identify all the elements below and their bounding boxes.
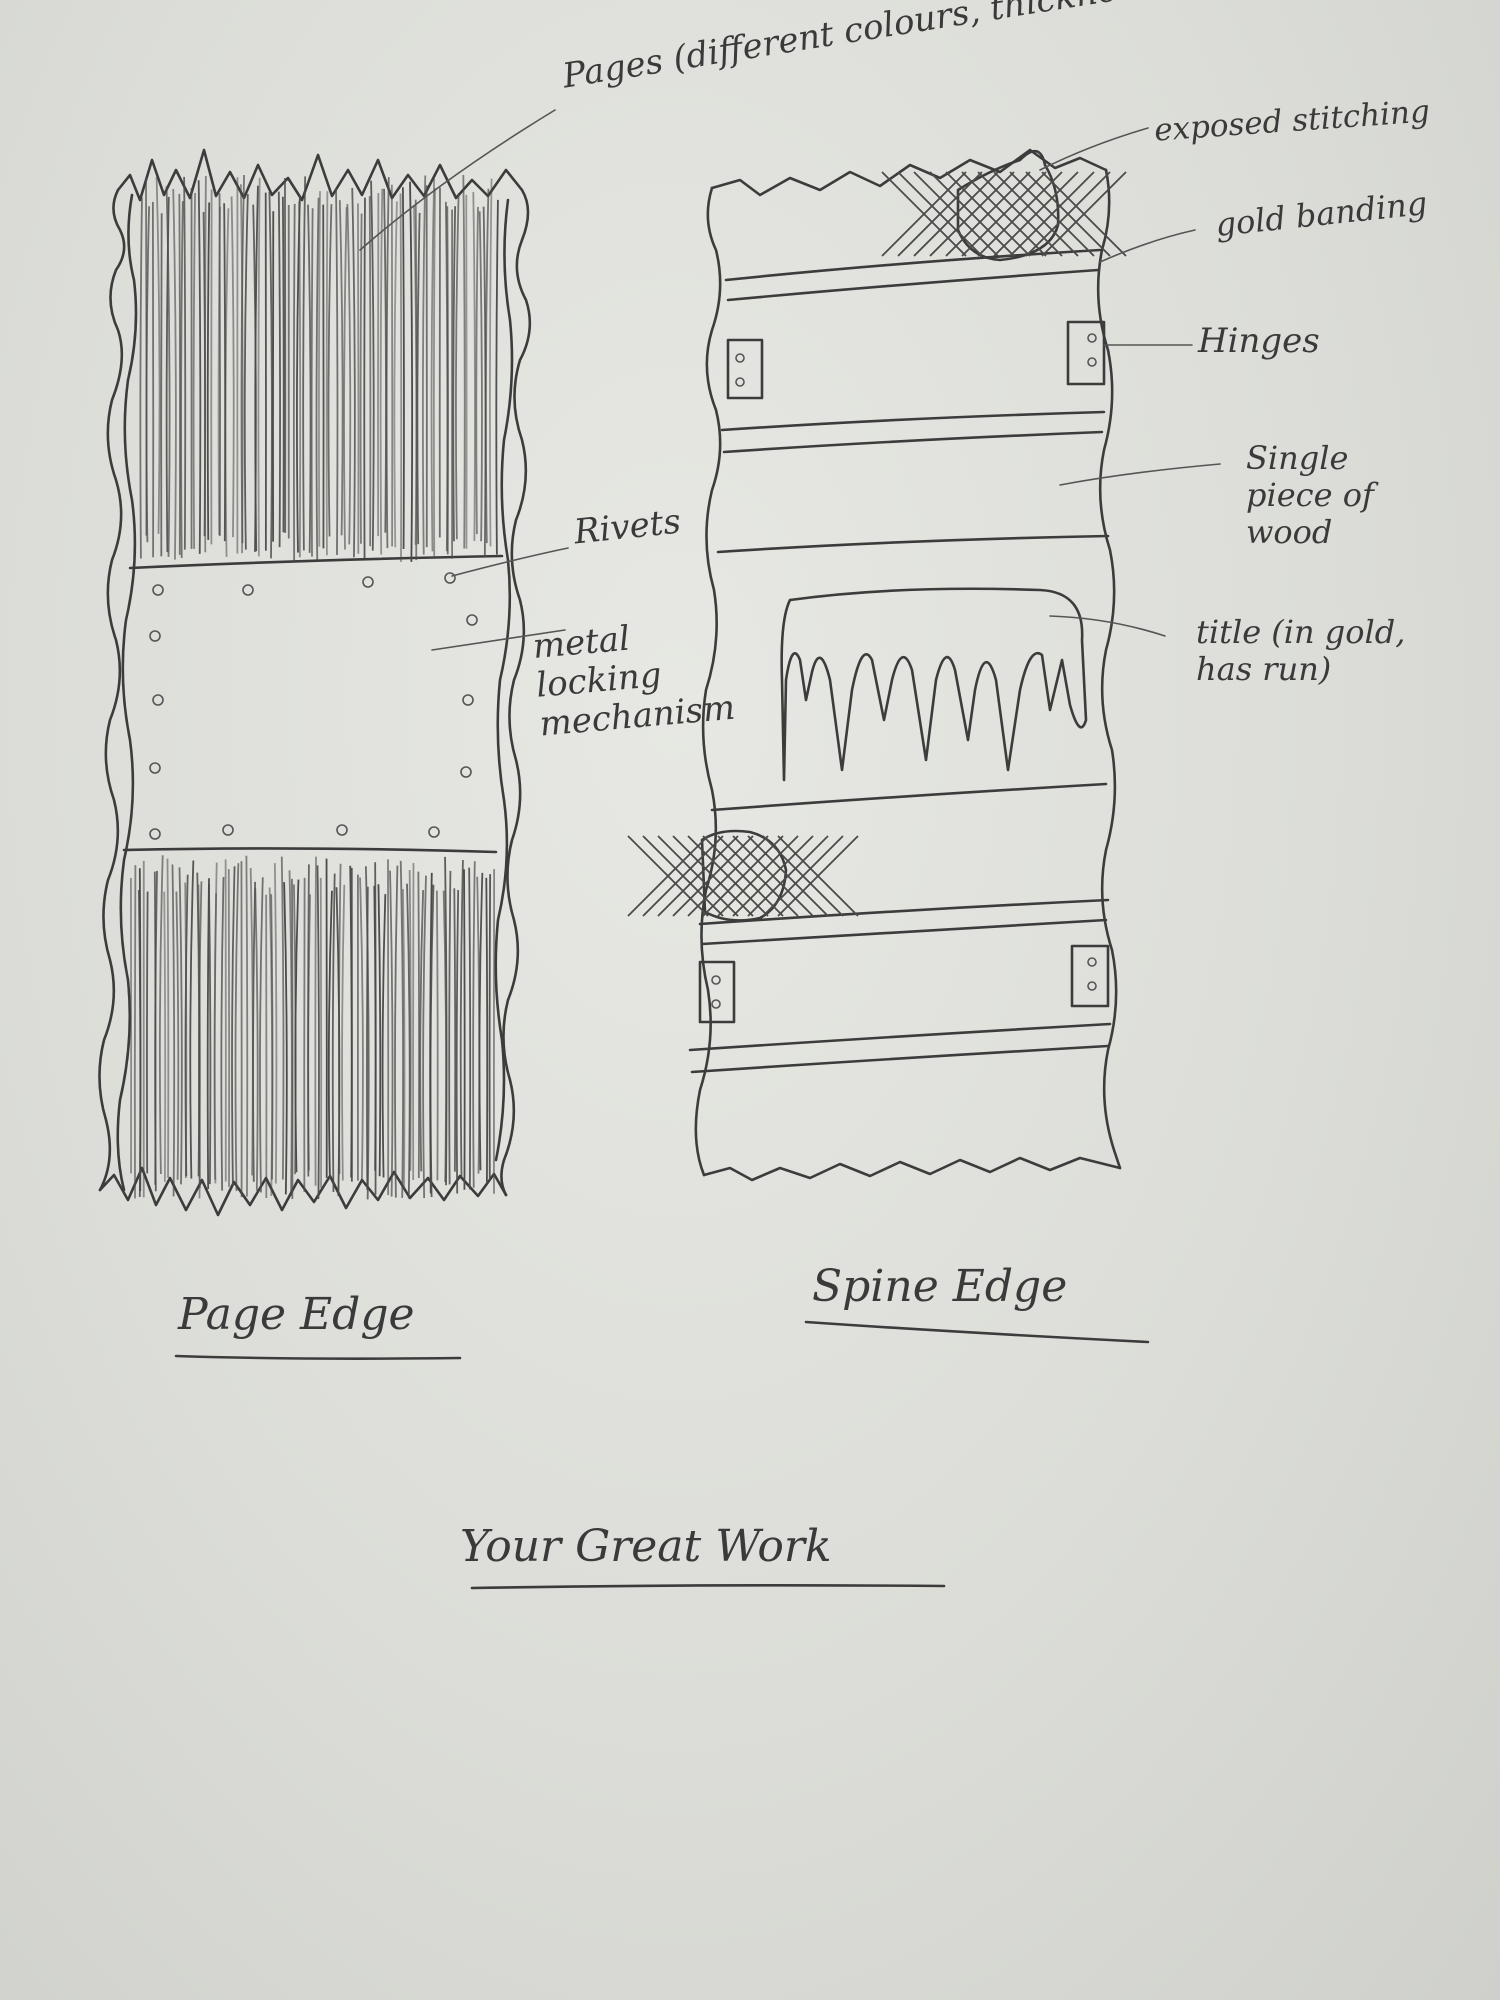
rivet <box>363 577 373 587</box>
wood-line <box>718 536 1108 552</box>
rivet <box>150 763 160 773</box>
rivet <box>223 825 233 835</box>
label-title-note: title (in gold, has run) <box>1196 614 1456 688</box>
rivet <box>337 825 347 835</box>
pages-hatch-bottom <box>131 855 494 1199</box>
page-edge-drawing <box>99 110 568 1215</box>
rivet <box>467 615 477 625</box>
rivet <box>463 695 473 705</box>
spine-torn-bottom <box>704 1158 1120 1180</box>
hinge-top-right <box>1068 322 1104 384</box>
caption-page-edge: Page Edge <box>178 1290 415 1341</box>
gold-band <box>722 412 1104 430</box>
wood-leader <box>1060 464 1220 485</box>
heading-your-great-work: Your Great Work <box>460 1522 832 1573</box>
caption-spine-edge: Spine Edge <box>812 1262 1067 1313</box>
rivet <box>445 573 455 583</box>
wood-line <box>712 784 1106 810</box>
label-single-piece-wood: Single piece of wood <box>1246 440 1436 550</box>
hinge-top-left <box>728 340 762 398</box>
rivet <box>429 827 439 837</box>
rivet <box>153 585 163 595</box>
gold-banding-leader <box>1100 230 1195 262</box>
spine-outline-right <box>1098 170 1120 1168</box>
heading-underline <box>472 1585 944 1588</box>
running-title <box>782 589 1086 780</box>
rivet <box>243 585 253 595</box>
page-edge-left-border <box>99 190 124 1190</box>
gold-band <box>690 1024 1110 1050</box>
spine-edge-drawing <box>628 128 1220 1180</box>
rivet <box>153 695 163 705</box>
gold-band <box>724 432 1102 452</box>
label-metal-locking: metal locking mechanism <box>531 612 721 745</box>
rivet <box>461 767 471 777</box>
hinge-bottom-right <box>1072 946 1108 1006</box>
rivet <box>150 829 160 839</box>
page-edge-right-border <box>501 190 529 1195</box>
locking-band-top-line <box>130 556 502 568</box>
rivet <box>150 631 160 641</box>
label-hinges: Hinges <box>1198 322 1320 361</box>
pages-hatch-top <box>140 175 498 562</box>
title-leader <box>1050 616 1165 636</box>
gold-band <box>702 920 1106 944</box>
rivets <box>150 573 477 839</box>
page-edge-underline <box>176 1356 460 1359</box>
spine-edge-underline <box>806 1322 1148 1342</box>
locking-band-bottom-line <box>124 848 496 852</box>
exposed-stitching-bottom <box>628 831 858 920</box>
gold-band <box>692 1046 1108 1072</box>
